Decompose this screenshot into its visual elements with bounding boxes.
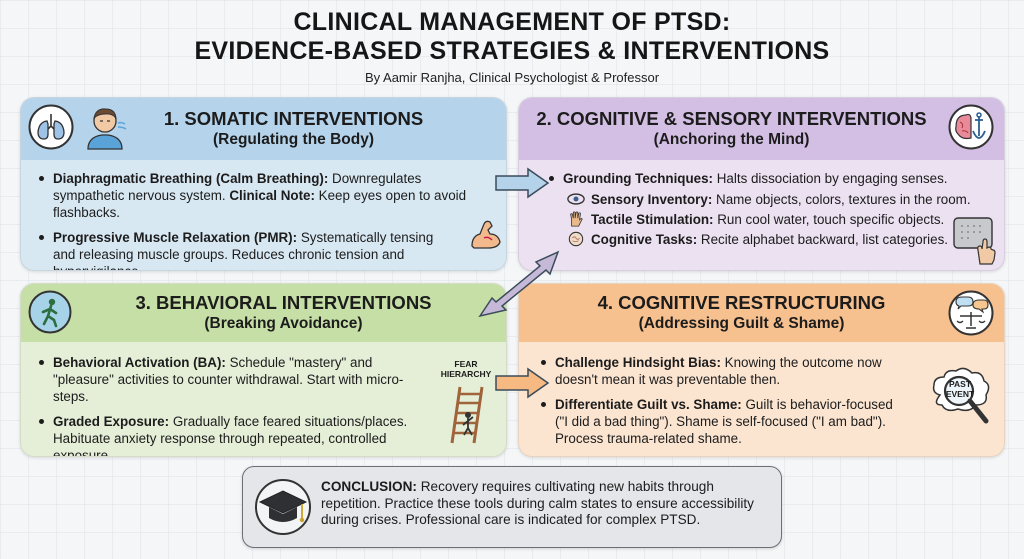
restructuring-panel: 4. COGNITIVE RESTRUCTURING (Addressing G… xyxy=(518,283,1005,457)
walking-person-icon xyxy=(28,290,72,334)
item-text: Systematically tensing and releasing mus… xyxy=(53,230,434,270)
restructuring-title: 4. COGNITIVE RESTRUCTURING xyxy=(597,292,886,313)
item-text: Recite alphabet backward, list categorie… xyxy=(697,232,949,247)
lungs-icon xyxy=(28,104,74,150)
cognitive-sensory-panel-body: Grounding Techniques: Halts dissociation… xyxy=(519,160,1004,270)
brain-anchor-icon xyxy=(948,104,994,150)
list-item: Behavioral Activation (BA): Schedule "ma… xyxy=(39,354,488,405)
fear-hierarchy-label: FEAR HIERARCHY xyxy=(440,359,492,379)
eye-icon xyxy=(567,193,585,205)
title-line-1: CLINICAL MANAGEMENT OF PTSD: xyxy=(293,8,731,36)
cognitive-sensory-subtitle: (Anchoring the Mind) xyxy=(653,131,810,148)
item-label: Graded Exposure: xyxy=(53,414,170,429)
item-text: Run cool water, touch specific objects. xyxy=(713,212,945,227)
item-label: Diaphragmatic Breathing (Calm Breathing)… xyxy=(53,171,329,186)
item-text: Schedule "mastery" and "pleasure" activi… xyxy=(53,355,404,404)
list-item: Grounding Techniques: Halts dissociation… xyxy=(549,170,986,248)
item-label: Sensory Inventory: xyxy=(591,192,713,207)
scale-speech-icon xyxy=(948,290,994,336)
flexed-arm-icon xyxy=(471,220,501,249)
behavioral-panel-header: 3. BEHAVIORAL INTERVENTIONS (Breaking Av… xyxy=(21,284,506,342)
page-title: CLINICAL MANAGEMENT OF PTSD: EVIDENCE-BA… xyxy=(0,8,1024,66)
restructuring-panel-header: 4. COGNITIVE RESTRUCTURING (Addressing G… xyxy=(519,284,1004,342)
touch-tablet-icon xyxy=(953,217,996,265)
title-line-2: EVIDENCE-BASED STRATEGIES & INTERVENTION… xyxy=(194,37,830,65)
clinical-note-label: Clinical Note: xyxy=(229,188,315,203)
item-label: Progressive Muscle Relaxation (PMR): xyxy=(53,230,298,245)
cognitive-sensory-panel: 2. COGNITIVE & SENSORY INTERVENTIONS (An… xyxy=(518,97,1005,271)
magnifier-icon xyxy=(932,367,990,424)
past-event-label: PAST EVENT xyxy=(945,379,975,399)
conclusion-label: CONCLUSION: xyxy=(321,479,417,494)
item-label: Challenge Hindsight Bias: xyxy=(555,355,721,370)
list-item: Progressive Muscle Relaxation (PMR): Sys… xyxy=(39,229,488,270)
behavioral-title: 3. BEHAVIORAL INTERVENTIONS xyxy=(135,292,432,313)
somatic-panel-header: 1. SOMATIC INTERVENTIONS (Regulating the… xyxy=(21,98,506,160)
conclusion-box: CONCLUSION: Recovery requires cultivatin… xyxy=(242,466,782,548)
brain-icon xyxy=(568,231,584,247)
item-label: Grounding Techniques: xyxy=(563,171,714,186)
restructuring-panel-body: Challenge Hindsight Bias: Knowing the ou… xyxy=(519,342,1004,456)
item-label: Tactile Stimulation: xyxy=(591,212,714,227)
somatic-subtitle: (Regulating the Body) xyxy=(212,131,375,148)
graduation-cap-icon xyxy=(255,479,311,535)
list-item: Differentiate Guilt vs. Shame: Guilt is … xyxy=(541,396,908,447)
conclusion-text: Recovery requires cultivating new habits… xyxy=(321,479,754,527)
item-label: Behavioral Activation (BA): xyxy=(53,355,226,370)
list-item: Cognitive Tasks: Recite alphabet backwar… xyxy=(563,231,986,248)
list-item: Graded Exposure: Gradually face feared s… xyxy=(39,413,488,457)
cognitive-sensory-title: 2. COGNITIVE & SENSORY INTERVENTIONS xyxy=(536,108,927,129)
list-item: Diaphragmatic Breathing (Calm Breathing)… xyxy=(39,170,488,221)
somatic-title: 1. SOMATIC INTERVENTIONS xyxy=(163,108,424,129)
behavioral-panel: 3. BEHAVIORAL INTERVENTIONS (Breaking Av… xyxy=(20,283,507,457)
item-text: Downregulates sympathetic nervous system… xyxy=(53,171,422,203)
list-item: Challenge Hindsight Bias: Knowing the ou… xyxy=(541,354,908,388)
ladder-icon xyxy=(450,386,484,444)
clinical-note-text: Keep eyes open to avoid flashbacks. xyxy=(53,188,467,220)
list-item: Tactile Stimulation: Run cool water, tou… xyxy=(563,211,986,228)
arrow-right-bottom xyxy=(495,367,550,399)
arrow-right-top xyxy=(495,167,550,199)
cognitive-sensory-panel-header: 2. COGNITIVE & SENSORY INTERVENTIONS (An… xyxy=(519,98,1004,160)
list-item: Sensory Inventory: Name objects, colors,… xyxy=(563,191,986,208)
arrow-diagonal-bidirectional xyxy=(478,250,560,318)
item-text: Gradually face feared situations/places.… xyxy=(53,414,408,457)
author-byline: By Aamir Ranjha, Clinical Psychologist &… xyxy=(364,70,660,85)
item-label: Differentiate Guilt vs. Shame: xyxy=(555,397,742,412)
behavioral-panel-body: Behavioral Activation (BA): Schedule "ma… xyxy=(21,342,506,456)
hand-icon xyxy=(570,211,583,227)
somatic-panel-body: Diaphragmatic Breathing (Calm Breathing)… xyxy=(21,160,506,270)
item-label: Cognitive Tasks: xyxy=(591,232,698,247)
item-text: Name objects, colors, textures in the ro… xyxy=(712,192,971,207)
item-text: Knowing the outcome now doesn't mean it … xyxy=(555,355,882,387)
item-text: Halts dissociation by engaging senses. xyxy=(713,171,948,186)
item-text: Guilt is behavior-focused ("I did a bad … xyxy=(555,397,893,446)
breathing-person-icon xyxy=(87,108,127,150)
restructuring-subtitle: (Addressing Guilt & Shame) xyxy=(638,315,845,332)
behavioral-subtitle: (Breaking Avoidance) xyxy=(204,315,363,332)
